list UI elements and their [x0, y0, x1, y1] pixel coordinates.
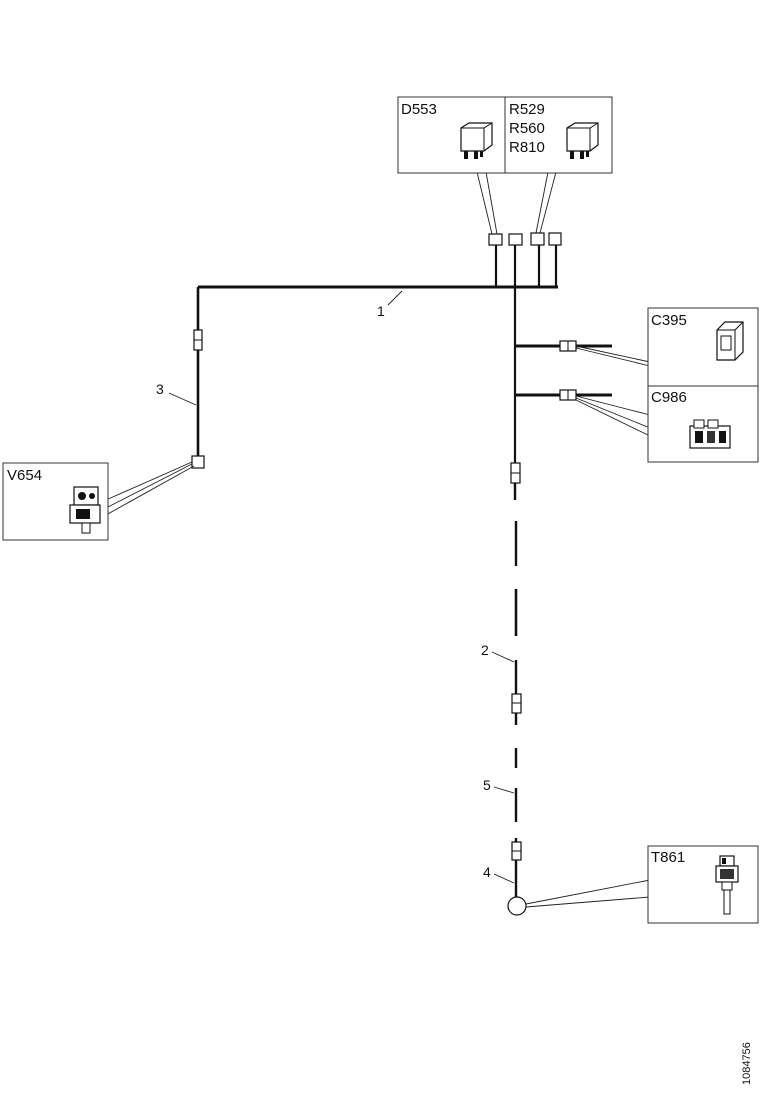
- harness-number-5: 5: [483, 777, 491, 793]
- label-c986: C986: [651, 389, 687, 406]
- harness-number-1: 1: [377, 303, 385, 319]
- relay-icon: [460, 122, 493, 159]
- label-d553: D553: [401, 101, 437, 118]
- main-harness-wires: [196, 244, 612, 465]
- connector-t861: [507, 896, 527, 916]
- label-v654: V654: [7, 467, 42, 484]
- leader-lines: [105, 171, 651, 908]
- valve-icon: [69, 486, 101, 534]
- connector-d553: [488, 233, 503, 246]
- t861-component-box: T861: [647, 845, 759, 924]
- switch-icon: [716, 321, 744, 361]
- c395-component-box: C395: [647, 307, 759, 387]
- harness-2-5-dashed-wire: [513, 483, 518, 897]
- label-r810: R810: [509, 139, 545, 156]
- harness-number-3: 3: [156, 381, 164, 397]
- label-c395: C395: [651, 312, 687, 329]
- connector-relay-spare: [508, 233, 523, 246]
- switch-panel-icon: [689, 419, 731, 449]
- connector-r529: [530, 232, 545, 246]
- harness-number-labels: 1 3 2 5 4: [156, 303, 491, 880]
- v654-component-box: V654: [2, 462, 109, 541]
- label-r529: R529: [509, 101, 545, 118]
- label-r560: R560: [509, 120, 545, 137]
- temperature-sensor-icon: [715, 855, 739, 915]
- relay-icon: [566, 122, 599, 159]
- connector-r560: [548, 232, 562, 246]
- relay-component-box: D553 R529 R560 R810: [397, 96, 613, 174]
- inline-connectors: [191, 232, 577, 916]
- drawing-code: 1084756: [741, 1042, 753, 1085]
- harness-number-4: 4: [483, 864, 491, 880]
- c986-component-box: C986: [647, 385, 759, 463]
- label-t861: T861: [651, 849, 685, 866]
- harness-number-2: 2: [481, 642, 489, 658]
